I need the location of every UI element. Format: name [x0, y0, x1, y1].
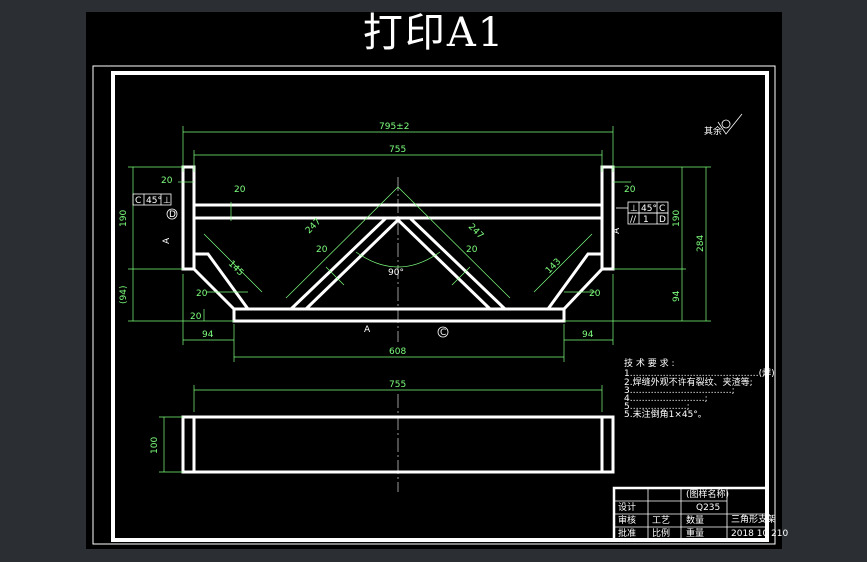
dim-right-total: 284 — [696, 235, 706, 252]
dim-bottom-width: 608 — [389, 347, 406, 357]
dim-bottom-right: 94 — [582, 330, 594, 340]
section-a-bottom: A — [364, 325, 371, 335]
dim-brace-left: 145 — [226, 259, 245, 278]
tb-scale: 比例 — [652, 527, 670, 539]
datum-c-label: C — [440, 328, 446, 338]
dim-lower-20-left: 20 — [196, 289, 208, 299]
tb-review: 审核 — [618, 514, 636, 526]
dim-top-width: 755 — [389, 145, 406, 155]
dimension-lines — [128, 126, 711, 362]
tech-line-4: 4.……………………; — [624, 394, 708, 404]
dim-diag-right: 247 — [466, 222, 485, 241]
drawing-sheet: 打印A1 — [86, 10, 789, 549]
datum-d-label: D — [169, 210, 176, 220]
tb-approve: 批准 — [618, 527, 636, 539]
section-a-left: A — [162, 237, 172, 244]
tb-code: 2018 10 210 — [731, 529, 789, 539]
dim-end-20-right: 20 — [624, 185, 636, 195]
dim-left-height: 190 — [119, 210, 129, 227]
dim-end-20-left: 20 — [161, 176, 173, 186]
section-a-right: A — [612, 227, 622, 234]
dim-overall: 795±2 — [379, 122, 409, 132]
dim-side-height: 100 — [150, 437, 160, 454]
dim-mid-20-right: 20 — [466, 245, 478, 255]
front-view — [181, 165, 615, 323]
tol-left-c: C — [135, 196, 141, 206]
dim-diag-left: 247 — [304, 217, 323, 236]
tb-weight: 重量 — [686, 527, 704, 539]
tb-part-name: 三角形支架 — [731, 513, 776, 525]
dim-side-width: 755 — [389, 380, 406, 390]
side-dimension-lines — [159, 385, 603, 473]
dim-bar-20: 20 — [234, 185, 246, 195]
dim-mid-20-left: 20 — [316, 245, 328, 255]
tb-process: 工艺 — [652, 515, 670, 526]
dim-brace-right: 143 — [544, 257, 563, 276]
dim-left-paren: (94) — [119, 286, 129, 304]
tb-material: Q235 — [696, 503, 720, 513]
tb-drawing-name: (图样名称) — [686, 488, 729, 500]
title-block — [612, 486, 769, 542]
dim-lower-20-right: 20 — [589, 289, 601, 299]
tech-line-5: 5.………………; — [624, 402, 690, 412]
tol-right-1-sym: ⊥ — [630, 204, 638, 214]
cad-drawing: 其余 795±2 755 608 94 94 190 (94) 190 94 2… — [92, 65, 789, 545]
drawing-title: 打印A1 — [362, 10, 506, 56]
dim-right-height: 190 — [672, 210, 682, 227]
dim-bottom-left: 94 — [202, 330, 214, 340]
tol-right-2-val: 1 — [643, 215, 649, 225]
dim-angle: 90° — [388, 268, 404, 278]
dim-bottom-20-left: 20 — [190, 312, 202, 322]
tol-left-symbol: ⊥ — [163, 196, 171, 206]
tech-heading: 技 术 要 求 : — [624, 357, 674, 369]
tol-right-1-val: 45° — [641, 204, 657, 214]
tb-quantity: 数量 — [686, 514, 704, 526]
tol-right-2-ref: D — [659, 215, 666, 225]
tech-line-6: 5.未注倒角1×45°。 — [624, 408, 707, 420]
gdt-frames — [132, 113, 743, 338]
inner-border — [111, 71, 769, 542]
tol-left-angle: 45° — [146, 196, 162, 206]
tech-line-3: 3.……………………………; — [624, 386, 735, 396]
tol-right-2-sym: // — [630, 215, 637, 225]
side-view — [181, 415, 615, 474]
dim-right-lower: 94 — [672, 290, 682, 302]
roughness-note: 其余 — [704, 125, 722, 137]
tol-right-1-ref: C — [659, 204, 665, 214]
outer-border — [92, 65, 776, 545]
tech-line-1: 1.……………………………………(焊) — [624, 367, 775, 379]
tb-design: 设计 — [618, 501, 636, 513]
tech-line-2: 2.焊缝外观不许有裂纹、夹渣等; — [624, 376, 753, 388]
